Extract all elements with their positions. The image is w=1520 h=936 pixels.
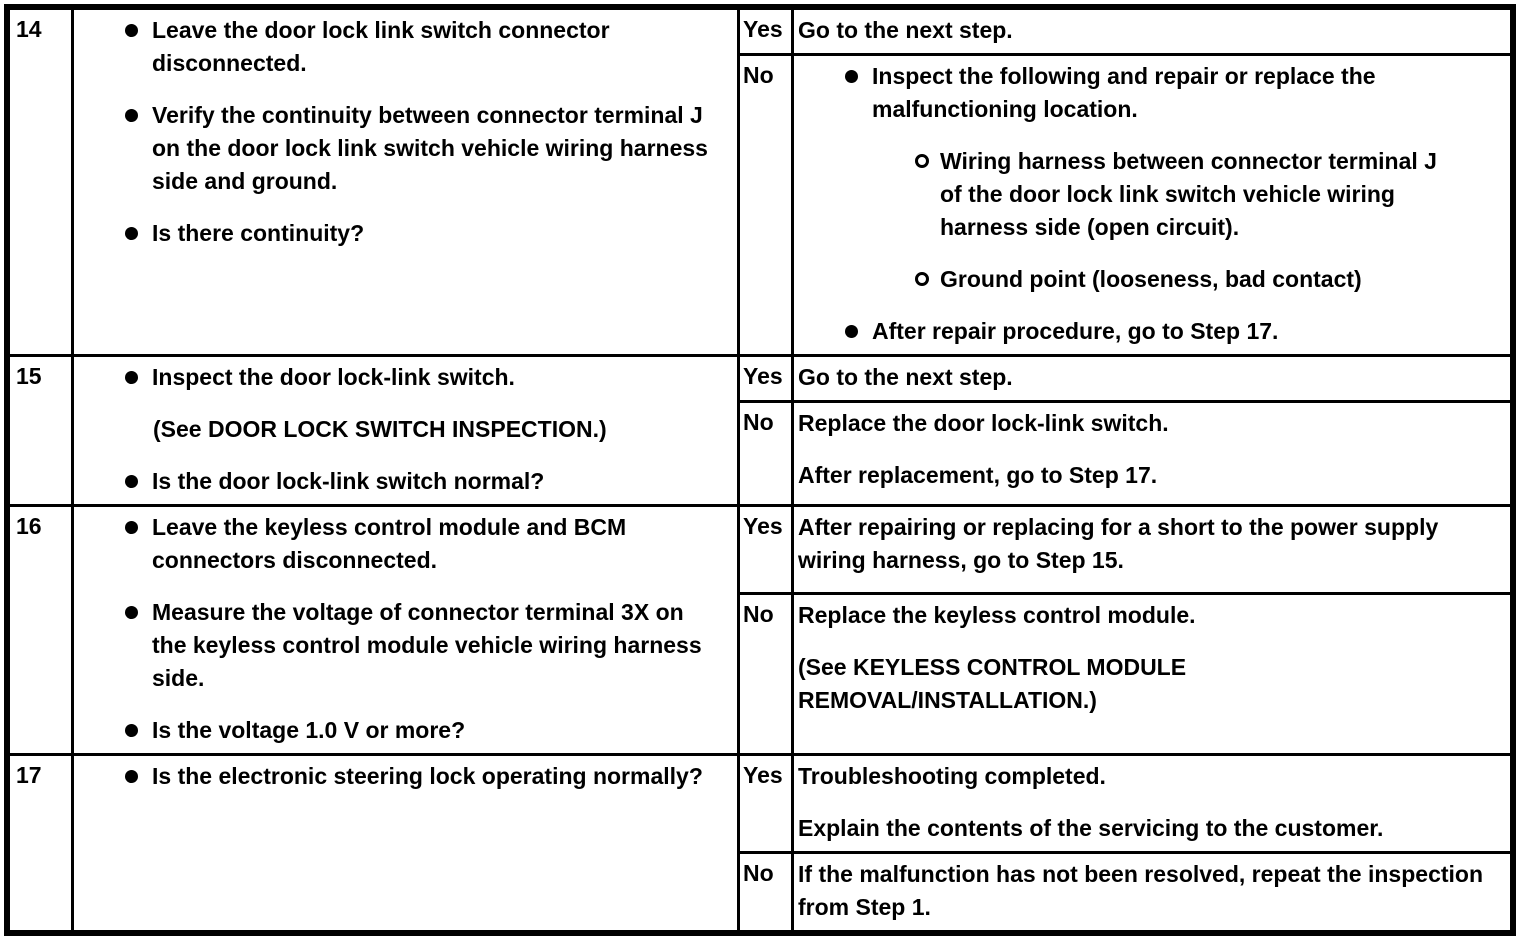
- step-number-cell: 17: [10, 756, 74, 930]
- result-text: Inspect the following and repair or repl…: [872, 63, 1376, 122]
- result-text: Go to the next step.: [798, 17, 1013, 43]
- yes-label: Yes: [740, 10, 794, 53]
- bullet-icon: [125, 24, 138, 37]
- no-result-cell: Replace the door lock-link switch. After…: [794, 403, 1510, 504]
- bullet-icon: [125, 606, 138, 619]
- action-cell: Leave the keyless control module and BCM…: [74, 507, 740, 753]
- yes-subrow: Yes After repairing or replacing for a s…: [740, 507, 1510, 595]
- bullet-icon: [125, 770, 138, 783]
- result-text: Explain the contents of the servicing to…: [798, 815, 1384, 841]
- bullet-icon: [845, 70, 858, 83]
- yes-label: Yes: [740, 507, 794, 592]
- results-cell: Yes After repairing or replacing for a s…: [740, 507, 1510, 753]
- bullet-icon: [125, 724, 138, 737]
- step-row-17: 17 Is the electronic steering lock opera…: [10, 756, 1510, 930]
- results-cell: Yes Go to the next step. No Replace the …: [740, 357, 1510, 504]
- action-bullet-item: Is the voltage 1.0 V or more?: [74, 714, 729, 747]
- step-number: 15: [16, 363, 42, 389]
- bullet-icon: [125, 475, 138, 488]
- result-text: Wiring harness between connector termina…: [940, 148, 1437, 240]
- result-reference-text: (See KEYLESS CONTROL MODULE REMOVAL/INST…: [798, 654, 1187, 713]
- result-sub-bullet-item: Ground point (looseness, bad contact): [798, 263, 1502, 296]
- results-cell: Yes Go to the next step. No Inspect the …: [740, 10, 1510, 354]
- no-label: No: [740, 403, 794, 504]
- action-text: Leave the door lock link switch connecto…: [152, 17, 610, 76]
- action-text: Inspect the door lock-link switch.: [152, 364, 515, 390]
- action-bullet-item: Measure the voltage of connector termina…: [74, 596, 729, 695]
- action-bullet-item: Is the door lock-link switch normal?: [74, 465, 729, 498]
- action-bullet-item: Leave the door lock link switch connecto…: [74, 14, 729, 80]
- action-bullet-item: Leave the keyless control module and BCM…: [74, 511, 729, 577]
- action-reference-text: (See DOOR LOCK SWITCH INSPECTION.): [153, 416, 607, 442]
- action-bullet-item: Is there continuity?: [74, 217, 729, 250]
- step-row-14: 14 Leave the door lock link switch conne…: [10, 10, 1510, 357]
- step-number: 16: [16, 513, 42, 539]
- yes-result-cell: Go to the next step.: [794, 10, 1510, 53]
- circle-bullet-icon: [915, 154, 929, 168]
- no-subrow: No Replace the door lock-link switch. Af…: [740, 403, 1510, 504]
- step-number-cell: 14: [10, 10, 74, 354]
- action-text: Is the door lock-link switch normal?: [152, 468, 545, 494]
- yes-result-cell: Troubleshooting completed. Explain the c…: [794, 756, 1510, 851]
- action-text: Leave the keyless control module and BCM…: [152, 514, 627, 573]
- no-subrow: No Inspect the following and repair or r…: [740, 56, 1510, 354]
- yes-label: Yes: [740, 756, 794, 851]
- action-cell: Leave the door lock link switch connecto…: [74, 10, 740, 354]
- result-text: Go to the next step.: [798, 364, 1013, 390]
- yes-subrow: Yes Go to the next step.: [740, 357, 1510, 403]
- bullet-icon: [125, 371, 138, 384]
- no-subrow: No If the malfunction has not been resol…: [740, 854, 1510, 930]
- step-number-cell: 15: [10, 357, 74, 504]
- step-number: 14: [16, 16, 42, 42]
- action-cell: Inspect the door lock-link switch. (See …: [74, 357, 740, 504]
- step-number-cell: 16: [10, 507, 74, 753]
- no-result-cell: Replace the keyless control module. (See…: [794, 595, 1510, 753]
- action-text: Measure the voltage of connector termina…: [152, 599, 702, 691]
- bullet-icon: [845, 325, 858, 338]
- no-result-cell: If the malfunction has not been resolved…: [794, 854, 1510, 930]
- no-subrow: No Replace the keyless control module. (…: [740, 595, 1510, 753]
- action-text: Is there continuity?: [152, 220, 365, 246]
- yes-subrow: Yes Go to the next step.: [740, 10, 1510, 56]
- result-bullet-item: After repair procedure, go to Step 17.: [798, 315, 1502, 348]
- action-text: Verify the continuity between connector …: [152, 102, 708, 194]
- result-text: After repair procedure, go to Step 17.: [872, 318, 1279, 344]
- result-text: Replace the keyless control module.: [798, 602, 1196, 628]
- troubleshooting-table: 14 Leave the door lock link switch conne…: [4, 4, 1516, 936]
- result-text: After replacement, go to Step 17.: [798, 462, 1158, 488]
- bullet-icon: [125, 521, 138, 534]
- bullet-icon: [125, 227, 138, 240]
- result-sub-bullet-item: Wiring harness between connector termina…: [798, 145, 1502, 244]
- result-text: Troubleshooting completed.: [798, 763, 1106, 789]
- circle-bullet-icon: [915, 272, 929, 286]
- result-text: Replace the door lock-link switch.: [798, 410, 1169, 436]
- result-bullet-item: Inspect the following and repair or repl…: [798, 60, 1502, 126]
- no-label: No: [740, 56, 794, 354]
- action-bullet-item: Inspect the door lock-link switch.: [74, 361, 729, 394]
- action-text: Is the voltage 1.0 V or more?: [152, 717, 466, 743]
- yes-subrow: Yes Troubleshooting completed. Explain t…: [740, 756, 1510, 854]
- step-row-16: 16 Leave the keyless control module and …: [10, 507, 1510, 756]
- yes-result-cell: After repairing or replacing for a short…: [794, 507, 1510, 592]
- yes-label: Yes: [740, 357, 794, 400]
- no-result-cell: Inspect the following and repair or repl…: [794, 56, 1510, 354]
- result-text: After repairing or replacing for a short…: [798, 514, 1439, 573]
- action-cell: Is the electronic steering lock operatin…: [74, 756, 740, 930]
- action-bullet-item: Is the electronic steering lock operatin…: [74, 760, 729, 793]
- action-text: Is the electronic steering lock operatin…: [152, 763, 703, 789]
- step-row-15: 15 Inspect the door lock-link switch. (S…: [10, 357, 1510, 507]
- yes-result-cell: Go to the next step.: [794, 357, 1510, 400]
- step-number: 17: [16, 762, 42, 788]
- result-text: If the malfunction has not been resolved…: [798, 861, 1484, 920]
- action-bullet-item: Verify the continuity between connector …: [74, 99, 729, 198]
- no-label: No: [740, 595, 794, 753]
- bullet-icon: [125, 109, 138, 122]
- no-label: No: [740, 854, 794, 930]
- results-cell: Yes Troubleshooting completed. Explain t…: [740, 756, 1510, 930]
- result-text: Ground point (looseness, bad contact): [940, 266, 1362, 292]
